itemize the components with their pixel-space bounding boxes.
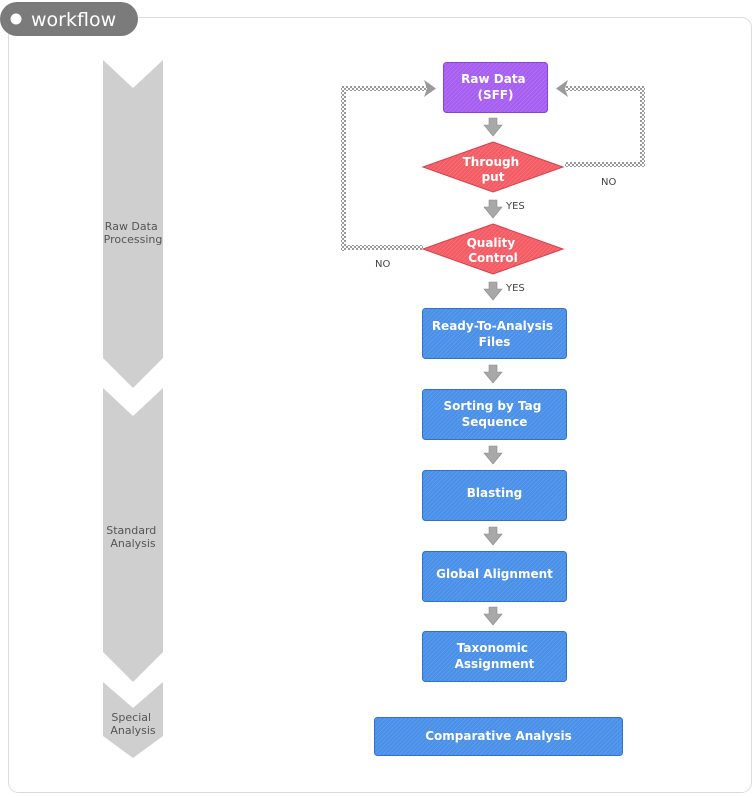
throughput-no-label: NO bbox=[601, 177, 616, 188]
down-arrow-icon bbox=[483, 364, 503, 384]
loop-arrowhead-left-icon bbox=[424, 80, 436, 97]
decision-throughput: Through put bbox=[421, 141, 565, 193]
loop-arrowhead-right-icon bbox=[556, 80, 568, 97]
decision-quality-control-label: Quality Control bbox=[467, 236, 520, 265]
node-comparative-label: Comparative Analysis bbox=[425, 729, 572, 743]
down-arrow-icon bbox=[483, 281, 503, 301]
feedback-loops bbox=[341, 80, 645, 251]
qc-no-label: NO bbox=[375, 259, 390, 270]
node-ready-files-label: Ready-To-Analysis Files bbox=[432, 319, 557, 349]
node-taxonomic-label: Taxonomic Assignment bbox=[455, 641, 535, 671]
node-raw-data: Raw Data (SFF) bbox=[443, 62, 548, 113]
down-arrow-icon bbox=[483, 526, 503, 546]
node-comparative: Comparative Analysis bbox=[374, 717, 623, 756]
header-title: workflow bbox=[31, 9, 116, 31]
phase-arrows: Raw Data Processing Standard Analysis Sp… bbox=[103, 60, 163, 758]
phase-label-special: Special Analysis bbox=[110, 711, 156, 737]
node-sorting-label: Sorting by Tag Sequence bbox=[443, 399, 545, 429]
node-taxonomic: Taxonomic Assignment bbox=[422, 631, 567, 682]
phase-chevron-standard bbox=[103, 388, 163, 682]
node-global-alignment-label: Global Alignment bbox=[436, 567, 553, 581]
phase-label-raw: Raw Data Processing bbox=[104, 220, 163, 246]
decision-throughput-label: Through put bbox=[463, 155, 524, 184]
down-arrow-icon bbox=[483, 606, 503, 626]
node-blasting-label: Blasting bbox=[467, 486, 522, 500]
edge-labels: YES NO YES NO bbox=[375, 177, 616, 294]
node-blasting: Blasting bbox=[422, 470, 567, 521]
phase-chevron-raw bbox=[103, 60, 163, 388]
bullet-icon bbox=[10, 13, 22, 25]
node-raw-data-label: Raw Data (SFF) bbox=[461, 72, 530, 102]
phase-chevron-special bbox=[103, 682, 163, 758]
decision-quality-control: Quality Control bbox=[421, 223, 565, 275]
node-ready-files: Ready-To-Analysis Files bbox=[422, 308, 567, 359]
flow-arrows bbox=[483, 117, 503, 626]
down-arrow-icon bbox=[483, 445, 503, 465]
node-global-alignment: Global Alignment bbox=[422, 551, 567, 602]
phase-label-standard: Standard Analysis bbox=[106, 524, 160, 550]
header-tab: workflow bbox=[0, 2, 138, 36]
down-arrow-icon bbox=[483, 117, 503, 137]
node-sorting: Sorting by Tag Sequence bbox=[422, 389, 567, 440]
qc-yes-label: YES bbox=[505, 283, 525, 294]
down-arrow-icon bbox=[483, 199, 503, 219]
throughput-yes-label: YES bbox=[505, 201, 525, 212]
